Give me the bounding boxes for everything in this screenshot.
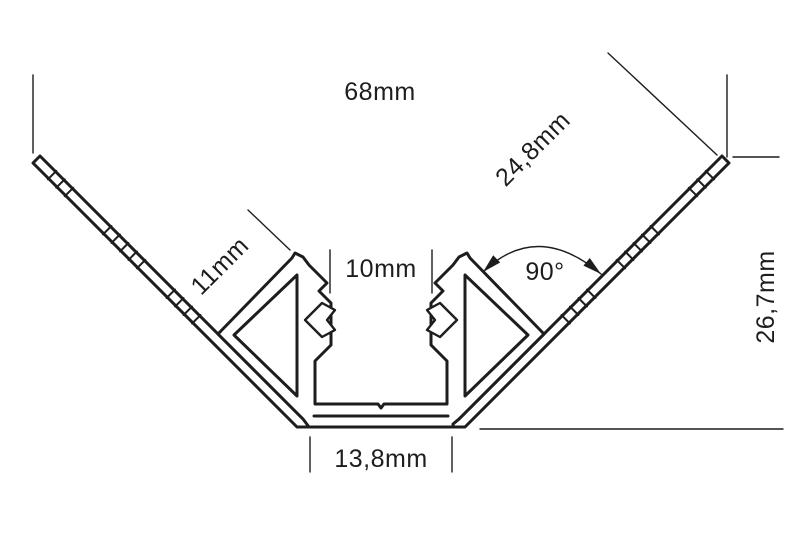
left-cavity xyxy=(232,273,299,398)
side-height-label: 26,7mm xyxy=(752,250,780,343)
right-wing-extension xyxy=(607,52,718,156)
top-width-label: 68mm xyxy=(344,78,415,106)
left-clip xyxy=(303,301,337,339)
left-wing-grooves xyxy=(46,169,202,325)
right-wing-grooves xyxy=(560,169,716,325)
angle-arrow-left xyxy=(483,255,501,272)
slot-width-label: 10mm xyxy=(345,255,416,283)
left-wing-extension xyxy=(247,209,291,251)
profile-cross-section xyxy=(31,154,731,429)
corner-angle-label: 90° xyxy=(525,258,564,286)
dimension-lines xyxy=(32,52,784,473)
right-clip xyxy=(425,301,459,339)
left-wing-width-label: 11mm xyxy=(185,231,254,300)
right-cavity xyxy=(463,273,530,398)
right-wing-length-label: 24,8mm xyxy=(490,106,576,192)
profile-body-outline xyxy=(216,251,546,429)
base-width-label: 13,8mm xyxy=(334,445,427,473)
angle-arrow-right xyxy=(583,258,601,274)
